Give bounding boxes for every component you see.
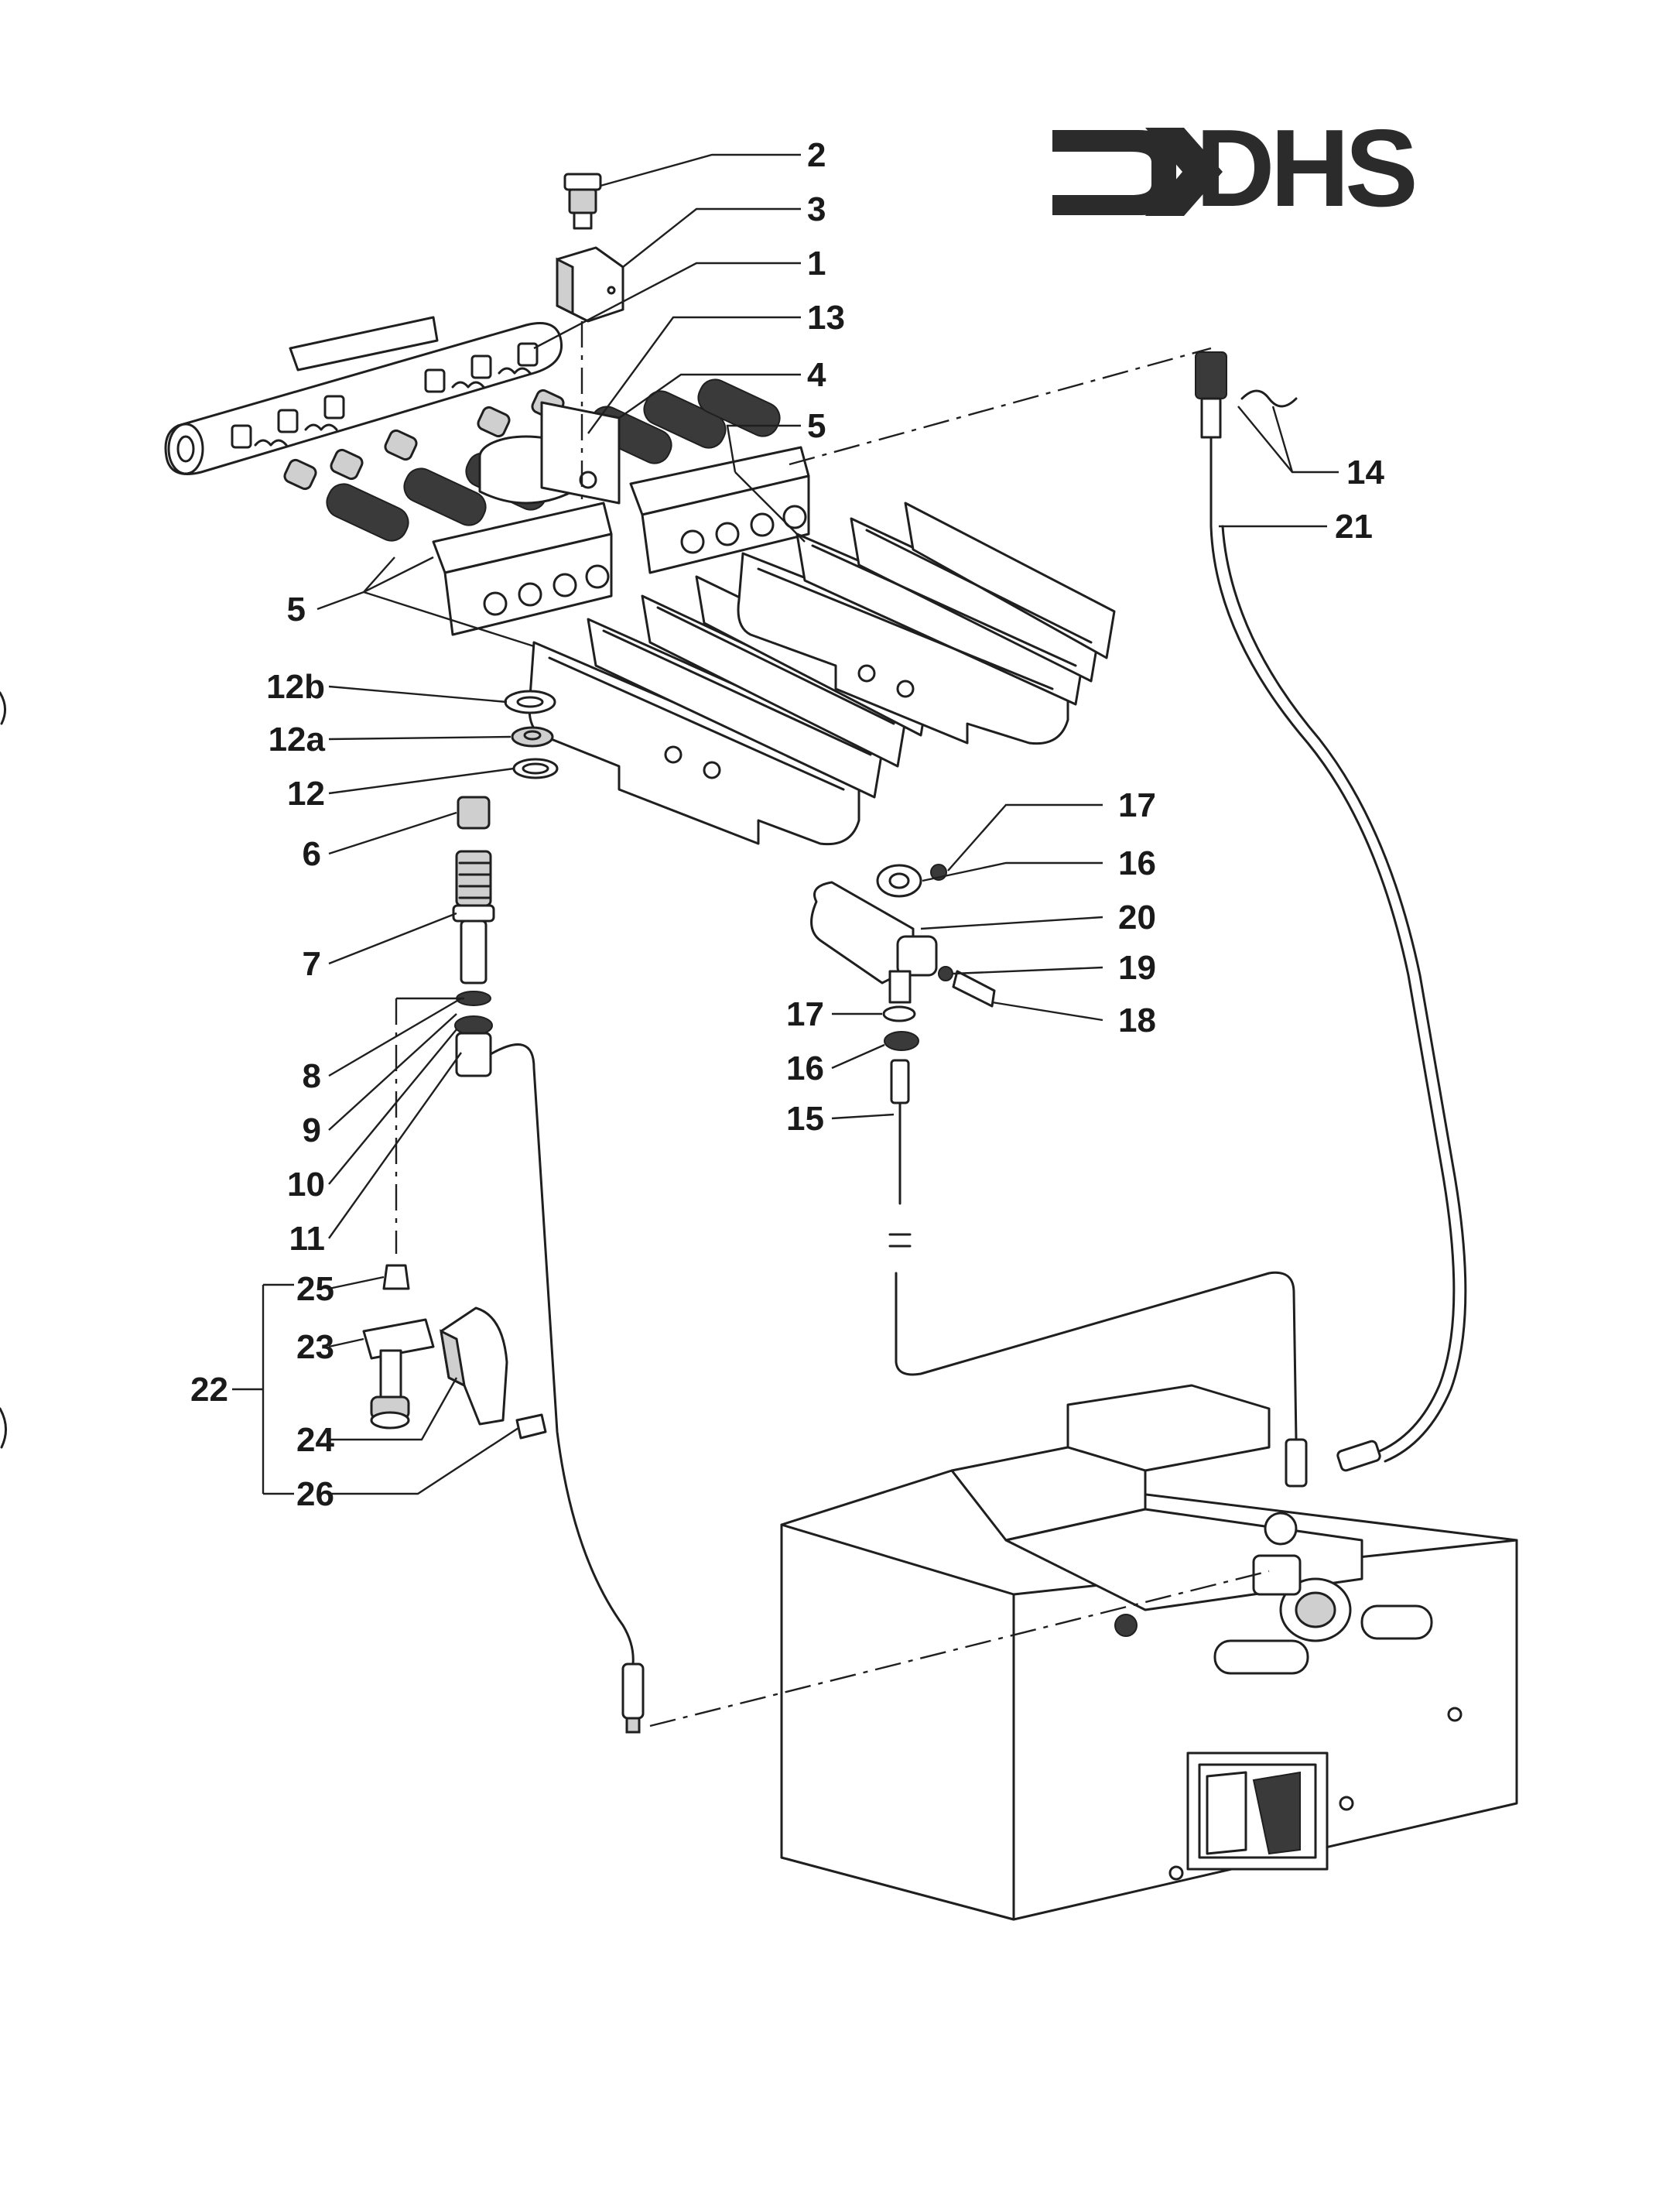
callout-18: 18 bbox=[1118, 1002, 1156, 1039]
callout-12: 12 bbox=[287, 775, 325, 813]
callout-7: 7 bbox=[303, 945, 321, 983]
callout-5-top: 5 bbox=[807, 407, 826, 445]
part-19 bbox=[938, 966, 953, 981]
callout-11: 11 bbox=[289, 1220, 325, 1258]
callout-12b: 12b bbox=[266, 668, 325, 706]
callout-5-left: 5 bbox=[287, 591, 306, 628]
part-25 bbox=[382, 1264, 410, 1290]
callout-3: 3 bbox=[807, 190, 826, 228]
part-17-bottom bbox=[882, 1005, 916, 1022]
callout-20: 20 bbox=[1118, 899, 1156, 937]
callout-14: 14 bbox=[1346, 454, 1384, 491]
callout-labels: 2 3 1 13 4 5 5 14 21 12b 12a 12 6 7 8 9 … bbox=[190, 136, 1384, 1513]
pilot-burner-assembly-22 bbox=[362, 1264, 547, 1440]
remote-sensor-14 bbox=[1195, 351, 1298, 439]
part-15 bbox=[890, 1059, 910, 1104]
callout-6: 6 bbox=[303, 835, 321, 873]
part-16-bottom bbox=[884, 1031, 919, 1051]
washer-12b bbox=[504, 690, 556, 714]
callout-15: 15 bbox=[786, 1100, 824, 1138]
dhs-logo-chevron bbox=[1145, 128, 1223, 216]
burner-bracket-left bbox=[432, 502, 613, 636]
part-23 bbox=[362, 1318, 435, 1360]
manifold-pipe bbox=[164, 322, 563, 475]
washers-12 bbox=[504, 690, 559, 779]
dhs-logo-text: DHS bbox=[1196, 107, 1415, 230]
callout-21: 21 bbox=[1335, 508, 1373, 546]
callout-4: 4 bbox=[807, 356, 826, 394]
thermocouple-lead bbox=[489, 1043, 635, 1666]
callout-12a: 12a bbox=[269, 721, 326, 758]
callout-16-bottom: 16 bbox=[786, 1050, 824, 1087]
dhs-logo: DHS bbox=[1052, 107, 1419, 230]
callout-8: 8 bbox=[303, 1057, 321, 1095]
ignition-assembly bbox=[810, 864, 996, 1248]
washer-12 bbox=[512, 758, 559, 779]
manifold-nozzles bbox=[231, 342, 539, 449]
gas-valve-controller bbox=[780, 1384, 1518, 1921]
ignition-lead bbox=[895, 1271, 1298, 1441]
pilot-stack-parts-6-11 bbox=[452, 796, 495, 1077]
callout-9: 9 bbox=[303, 1111, 321, 1149]
pilot-cover-part-3 bbox=[556, 246, 624, 323]
burner-bracket-right bbox=[629, 446, 810, 574]
pilot-injector-part-2 bbox=[563, 173, 602, 230]
part-18 bbox=[952, 970, 996, 1008]
sensor-cable-21 bbox=[1209, 436, 1456, 1457]
burner-blades-rear bbox=[737, 502, 1116, 745]
gas-manifold-assembly bbox=[164, 316, 781, 542]
callout-26: 26 bbox=[296, 1475, 334, 1513]
callout-17-bottom: 17 bbox=[786, 995, 824, 1033]
callout-13: 13 bbox=[807, 299, 845, 337]
callout-25: 25 bbox=[296, 1270, 334, 1308]
callout-22: 22 bbox=[190, 1371, 228, 1409]
part-11 bbox=[455, 1032, 492, 1077]
washer-12a bbox=[511, 726, 554, 748]
callout-2: 2 bbox=[807, 136, 826, 174]
callout-19: 19 bbox=[1118, 949, 1156, 987]
part-6 bbox=[457, 796, 491, 830]
callout-1: 1 bbox=[807, 245, 826, 282]
dhs-logo-arrow-mark bbox=[1052, 130, 1176, 215]
callout-10: 10 bbox=[287, 1166, 325, 1204]
part-16-top bbox=[876, 864, 922, 898]
part-26 bbox=[515, 1413, 547, 1440]
callout-17-top: 17 bbox=[1118, 786, 1156, 824]
callout-16-top: 16 bbox=[1118, 844, 1156, 882]
callout-24: 24 bbox=[296, 1421, 334, 1459]
part-10 bbox=[454, 1015, 493, 1036]
part-24 bbox=[440, 1306, 508, 1426]
leader-lines bbox=[232, 153, 1339, 1495]
callout-23: 23 bbox=[296, 1328, 334, 1366]
